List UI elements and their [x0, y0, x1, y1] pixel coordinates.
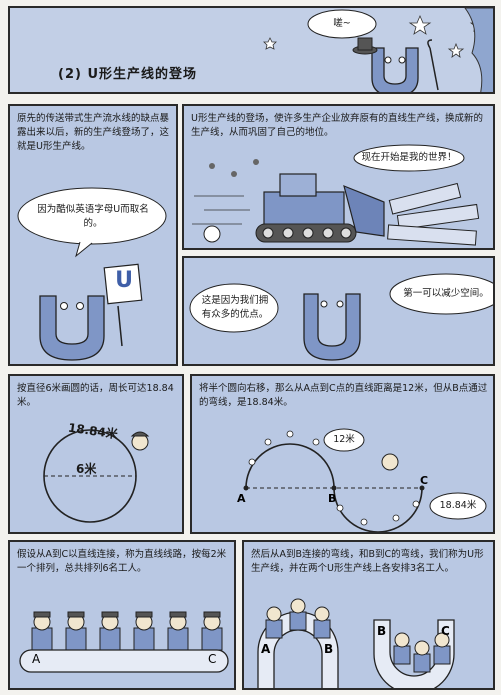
header-bubble-text: 嗟~	[333, 18, 351, 29]
ushape-panel: 然后从A到B连接的弯线，和B到C的弯线，我们称为U形生产线，并在两个U形生产线上…	[242, 540, 495, 690]
arc-label-a: A	[237, 492, 246, 505]
ushape-label-a: A	[261, 642, 271, 656]
arc-diagram	[243, 428, 487, 532]
circle-text: 按直径6米画圆的话，周长可达18.84米。	[17, 383, 174, 408]
intro-art	[17, 187, 167, 361]
header-panel: 嗟~	[8, 6, 495, 94]
ushape-text: 然后从A到B连接的弯线，和B到C的弯线，我们称为U形生产线，并在两个U形生产线上…	[251, 549, 484, 574]
adopt-art	[192, 144, 480, 246]
merits-panel: 这是因为我们拥有众多的优点。 第一可以减少空间。	[182, 256, 495, 366]
arc-label-b: B	[328, 492, 337, 505]
intro-text: 原先的传送带式生产流水线的缺点暴露出来以后，新的生产线登场了，这就是U形生产线。	[17, 113, 170, 152]
line-diagram	[19, 611, 229, 673]
adopt-panel: U形生产线的登场，使许多生产企业放弃原有的直线生产线，换成新的生产线，从而巩固了…	[182, 104, 495, 250]
ushape-label-c: C	[441, 624, 450, 638]
arc-text: 将半个圆向右移，那么从A点到C点的直线距离是12米，但从B点通过的弯线，是18.…	[199, 383, 488, 408]
arc-bubble-12: 12米	[333, 434, 355, 445]
adopt-text: U形生产线的登场，使许多生产企业放弃原有的直线生产线，换成新的生产线，从而巩固了…	[191, 113, 483, 138]
arc-panel: 将半个圆向右移，那么从A点到C点的直线距离是12米，但从B点通过的弯线，是18.…	[190, 374, 495, 534]
circle-diagram	[43, 429, 150, 523]
merits-bubble-right: 第一可以减少空间。	[403, 288, 489, 299]
ushape-label-b2: B	[377, 624, 387, 638]
ushape-label-b1: B	[324, 642, 334, 656]
line-label-a: A	[32, 652, 41, 666]
line-text: 假设从A到C以直线连接，称为直线线路，按每2米一个排列，总共排列6名工人。	[17, 549, 227, 574]
intro-bubble-text: 因为酷似英语字母U而取名的。	[37, 204, 149, 229]
ushape-diagram	[257, 598, 455, 688]
intro-panel: 原先的传送带式生产流水线的缺点暴露出来以后，新的生产线登场了，这就是U形生产线。…	[8, 104, 178, 366]
page-title: (2) U形生产线的登场	[58, 67, 198, 82]
header-art	[263, 8, 493, 92]
intro-sign-letter: U	[115, 268, 133, 293]
diameter-label: 6米	[76, 462, 97, 476]
merits-bubble-left: 这是因为我们拥有众多的优点。	[201, 295, 269, 320]
workers-row	[31, 611, 223, 651]
line-label-c: C	[208, 652, 217, 666]
circle-panel: 按直径6米画圆的话，周长可达18.84米。 18.84米 6米	[8, 374, 184, 534]
arc-bubble-1884: 18.84米	[439, 500, 477, 511]
merits-art	[189, 273, 493, 361]
arc-label-c: C	[420, 474, 429, 487]
adopt-bubble-text: 现在开始是我的世界！	[361, 152, 457, 163]
line-panel: 假设从A到C以直线连接，称为直线线路，按每2米一个排列，总共排列6名工人。 A …	[8, 540, 236, 690]
